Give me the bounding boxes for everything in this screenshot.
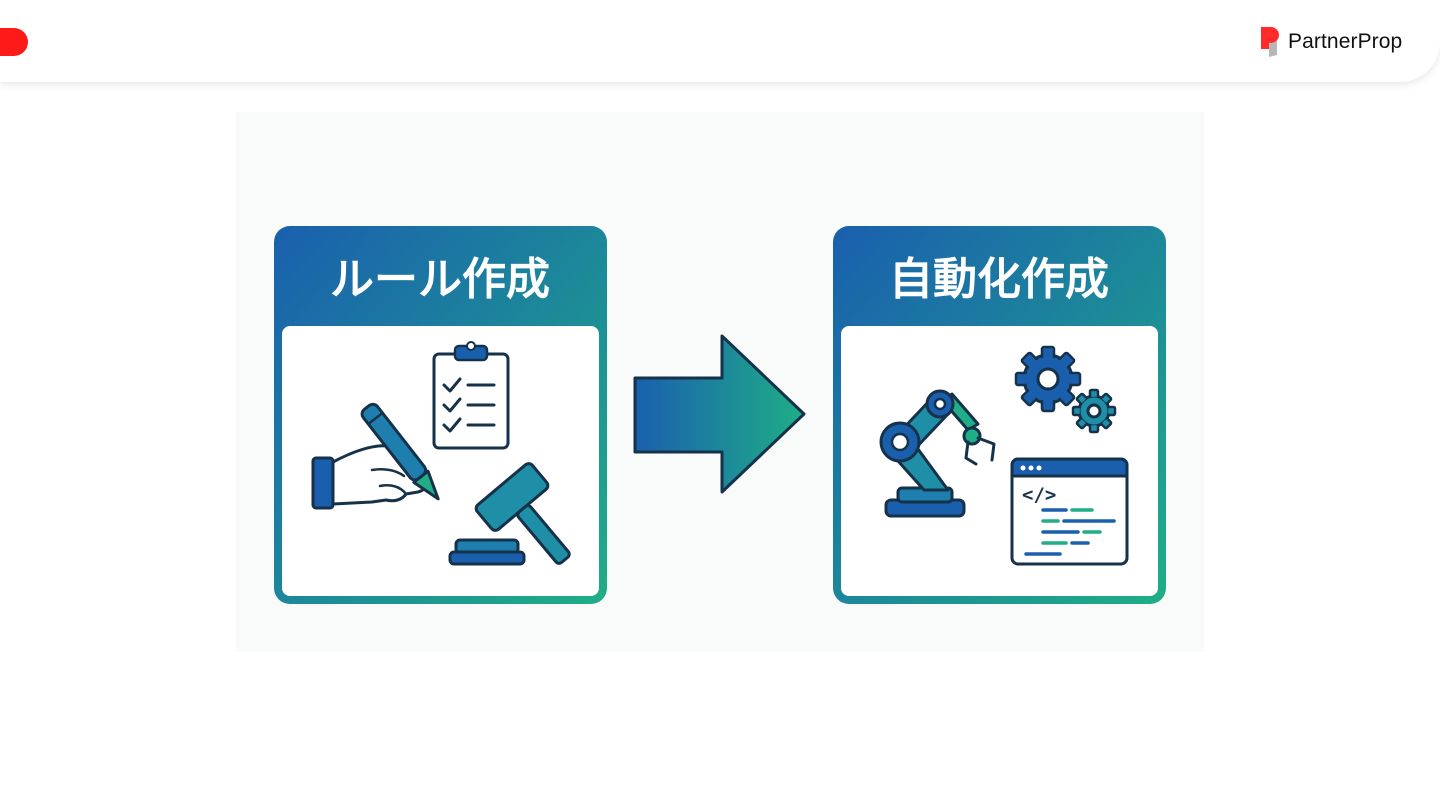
partnerprop-logo-icon xyxy=(1261,27,1279,57)
gears-icon xyxy=(1014,345,1117,434)
header-bar: PartnerProp xyxy=(0,0,1440,82)
step-card-automation-creation: 自動化作成 xyxy=(833,226,1166,604)
step-card-rule-creation: ルール作成 xyxy=(274,226,607,604)
gavel-icon xyxy=(448,462,571,566)
robot-arm-icon xyxy=(879,389,996,518)
hand-writing-pen-icon xyxy=(311,402,440,510)
code-window-icon: </> xyxy=(1010,457,1129,566)
brand-logo[interactable]: PartnerProp xyxy=(1258,26,1402,58)
accent-pill xyxy=(0,28,28,56)
brand-name: PartnerProp xyxy=(1288,30,1403,53)
step-title-automation-creation: 自動化作成 xyxy=(889,254,1109,305)
arrow-right-icon xyxy=(633,334,806,494)
code-symbol: </> xyxy=(1022,484,1056,506)
clipboard-checklist-icon xyxy=(432,341,510,450)
step-title-rule-creation: ルール作成 xyxy=(330,254,550,305)
